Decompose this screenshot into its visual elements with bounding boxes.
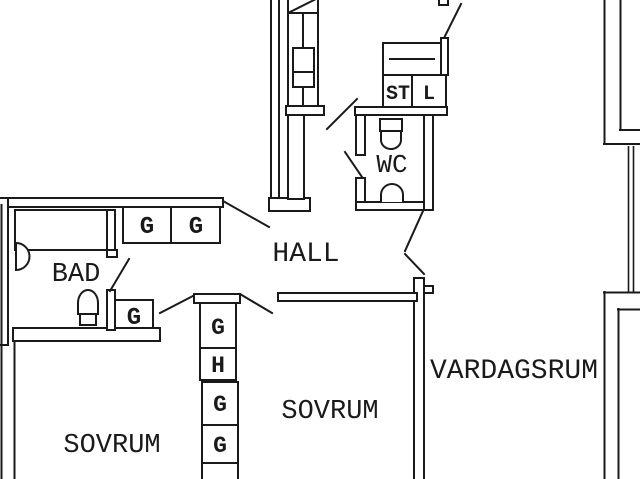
door-jamb [438,0,449,6]
outer-walls [0,0,311,479]
room-label-wc: WC [376,150,407,180]
wardrobe [201,462,239,479]
wall [355,201,434,211]
door-swing [221,199,271,229]
labels: HALL BAD WC SOVRUM SOVRUM VARDAGSRUM G G… [52,83,598,461]
wall [277,292,418,302]
wall [270,0,280,201]
wall [354,106,448,116]
wall [106,249,118,258]
room-label-sovrum-mid: SOVRUM [281,397,378,427]
door-swing [403,252,426,276]
closet-label: G [189,214,203,241]
closet-label: G [213,433,227,459]
wall [285,105,325,116]
wall [355,114,366,156]
wc-toilet-tank [379,118,403,132]
closet-label: G [213,392,227,418]
door-swing [158,294,195,315]
wall [287,114,305,200]
wc-toilet-bowl [380,130,402,150]
storage-units [114,206,241,479]
wall [0,197,224,208]
wc-sink [380,183,404,202]
entry-shaft [285,0,325,200]
closet-label: G [211,315,225,341]
right-wall-and-windows [603,0,640,479]
closet-label-st: ST [386,83,410,106]
closet-label: G [127,305,141,332]
bathtub [14,209,108,251]
wall [423,285,434,294]
wardrobe [201,381,239,426]
room-label-bad: BAD [52,260,101,290]
door-swing [238,292,274,315]
closet-label-l: L [423,83,435,106]
room-label-hall: HALL [272,239,339,270]
hall-vardagsrum-door [403,209,426,276]
bathroom-sink [15,241,31,272]
closet-label: G [140,214,154,241]
wall [106,209,116,254]
room-label-vardagsrum: VARDAGSRUM [430,356,598,387]
bathroom-toilet-base [79,313,97,326]
bathroom-toilet-bowl [77,289,99,315]
wall [355,177,366,203]
wc-room [325,97,434,211]
door-jamb [440,37,449,76]
bathroom [14,209,131,331]
door-swing [403,209,425,253]
door-swing [442,2,463,40]
door-swing [343,150,364,179]
wall [413,277,425,479]
door-swing [108,257,131,293]
wall [423,114,434,211]
st-l-closets [354,0,463,116]
room-label-sovrum-left: SOVRUM [63,431,160,461]
closet-label: H [211,353,225,379]
shaft-detail [292,47,315,88]
interior-walls [12,199,434,479]
wall [12,327,161,342]
wall [193,293,241,304]
wall [106,289,116,331]
shelf-closet [199,347,237,381]
shaft-diagonal [288,0,317,14]
wardrobe [114,299,154,329]
door-swing [325,97,359,131]
